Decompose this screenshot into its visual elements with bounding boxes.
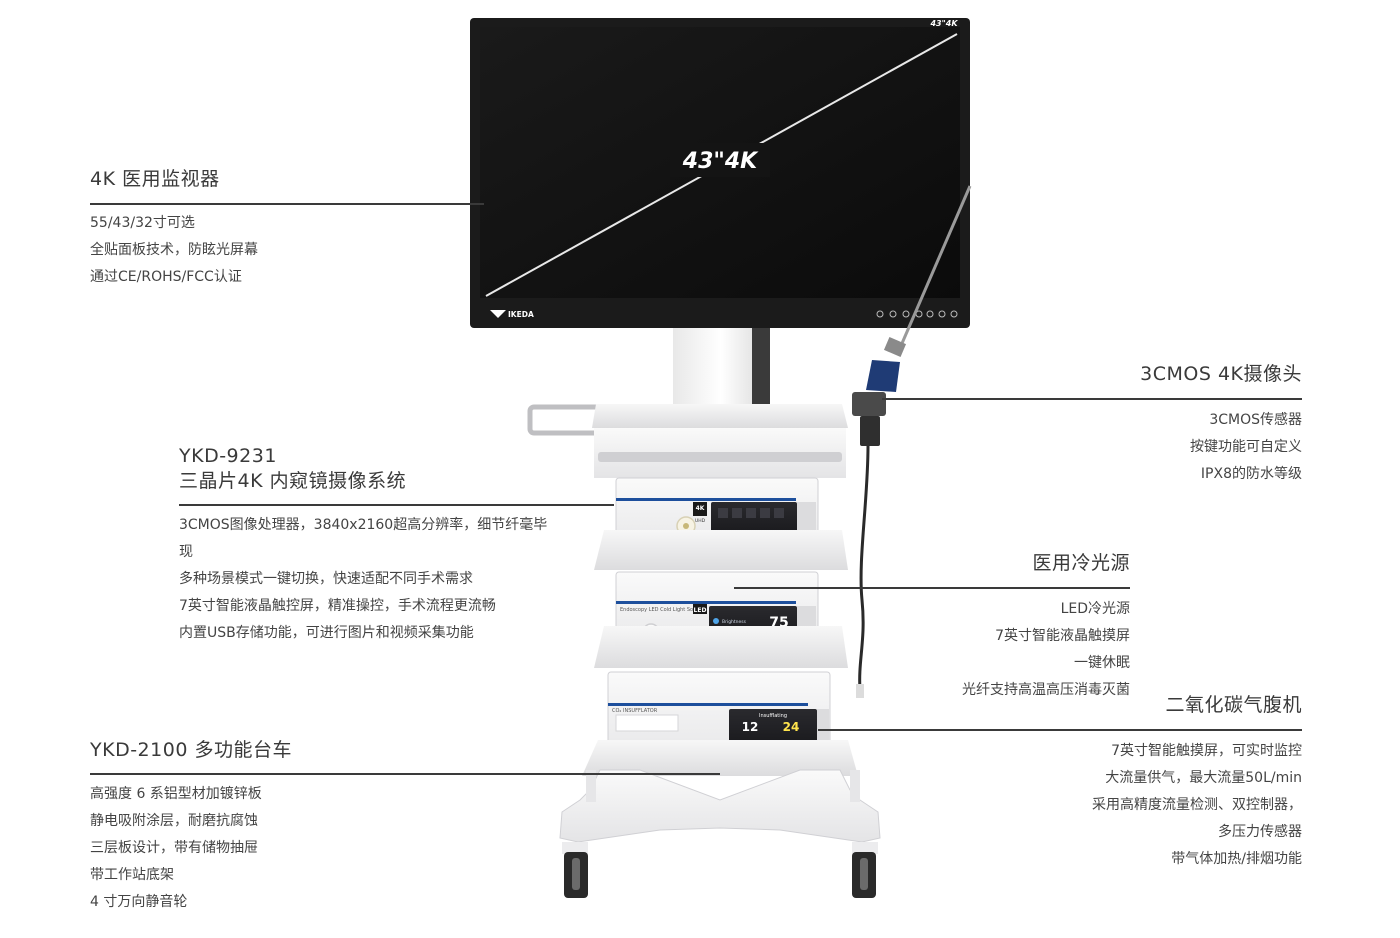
camera-system-model: YKD-9231 [179,445,277,467]
camera-head-with-scope [852,185,972,698]
camera-head-title: 3CMOS 4K摄像头 [1140,363,1302,385]
insufflator-panel-label: CO₂ INSUFFLATOR [612,708,658,714]
monitor-spec-list: 55/43/32寸可选 全贴面板技术，防眩光屏幕 通过CE/ROHS/FCC认证 [90,210,258,291]
monitor-spec-item: 全贴面板技术，防眩光屏幕 [90,242,258,258]
shelf-1 [594,530,848,570]
cart-leader-line [90,773,720,775]
monitor: 43"4K 43"4K IKEDA [470,18,970,328]
cart-spec-list: 高强度 6 系铝型材加镀锌板 静电吸附涂层，耐磨抗腐蚀 三层板设计，带有储物抽屉… [90,781,262,916]
light-source-title: 医用冷光源 [1032,552,1130,574]
camera-system-spec-item: 现 [179,544,193,560]
camera-head-spec-item: IPX8的防水等级 [1200,466,1302,482]
caster-wheel-left [562,842,588,898]
monitor-screen-label: 43"4K [682,149,759,174]
monitor-brand: IKEDA [508,310,534,319]
camera-system-spec-list: 3CMOS图像处理器，3840x2160超高分辨率，细节纤毫毕 现 多种场景模式… [179,512,547,647]
camera-system-spec-item: 7英寸智能液晶触控屏，精准操控，手术流程更流畅 [179,598,496,614]
camera-head-spec-item: 按键功能可自定义 [1190,439,1302,455]
insufflator-value-a: 12 [742,720,759,734]
cart-base [559,769,881,898]
light-source-spec-item: LED冷光源 [1060,601,1130,617]
light-source-screen-label: Brightness [722,619,747,625]
cart-spec-item: 4 寸万向静音轮 [90,894,188,910]
monitor-leader-line [90,203,484,205]
camera-head-spec-list: 3CMOS传感器 按键功能可自定义 IPX8的防水等级 [1190,407,1302,488]
camera-unit-badge-sub: UHD [695,518,706,524]
camera-system-title: 三晶片4K 内窥镜摄像系统 [179,470,407,492]
shelf-3 [582,740,858,776]
light-source-spec-item: 光纤支持高温高压消毒灭菌 [962,682,1130,698]
monitor-brand-logo: IKEDA [490,310,534,319]
monitor-buttons [876,310,958,318]
camera-system-spec-item: 内置USB存储功能，可进行图片和视频采集功能 [179,625,474,641]
cart-spec-item: 静电吸附涂层，耐磨抗腐蚀 [90,813,258,829]
monitor-spec-item: 通过CE/ROHS/FCC认证 [90,269,242,285]
insufflator-value-b: 24 [783,720,800,734]
camera-unit-badge: 4K [696,505,705,512]
shelf-2 [594,626,848,668]
camera-system-leader-line [179,504,614,506]
camera-system-spec-item: 多种场景模式一键切换，快速适配不同手术需求 [179,571,473,587]
insufflator-spec-item: 多压力传感器 [1218,824,1302,840]
light-source-panel-label: Endoscopy LED Cold Light Source [620,607,704,613]
monitor-title: 4K 医用监视器 [90,168,220,190]
caster-wheel-right [852,842,878,898]
monitor-corner-label: 43"4K [929,19,958,28]
insufflator-spec-item: 大流量供气，最大流量50L/min [1105,770,1302,786]
cart-spec-item: 带工作站底架 [90,867,174,883]
insufflator-spec-item: 带气体加热/排烟功能 [1171,851,1302,867]
insufflator-screen-title: Insufflating [759,713,787,719]
insufflator-spec-item: 采用高精度流量检测、双控制器， [1092,797,1302,813]
cart-pole [673,326,770,410]
monitor-spec-item: 55/43/32寸可选 [90,215,195,231]
camera-head-leader-line [882,398,1302,400]
cart-spec-item: 高强度 6 系铝型材加镀锌板 [90,786,262,802]
cart-spec-item: 三层板设计，带有储物抽屉 [90,840,258,856]
top-tray [527,404,848,478]
light-source-badge: LED [694,607,707,614]
camera-system-spec-item: 3CMOS图像处理器，3840x2160超高分辨率，细节纤毫毕 [179,517,548,533]
insufflator-spec-item: 7英寸智能触摸屏，可实时监控 [1111,743,1302,759]
light-source-leader-line [734,587,1130,589]
light-source-spec-item: 7英寸智能液晶触摸屏 [995,628,1130,644]
light-source-spec-list: LED冷光源 7英寸智能液晶触摸屏 一键休眠 光纤支持高温高压消毒灭菌 [962,596,1130,704]
light-source-spec-item: 一键休眠 [1074,655,1130,671]
camera-head-spec-item: 3CMOS传感器 [1209,412,1302,428]
cart-title: YKD-2100 多功能台车 [90,739,292,761]
insufflator-leader-line [818,729,1302,731]
insufflator-title: 二氧化碳气腹机 [1165,694,1302,716]
insufflator-spec-list: 7英寸智能触摸屏，可实时监控 大流量供气，最大流量50L/min 采用高精度流量… [1092,738,1302,873]
